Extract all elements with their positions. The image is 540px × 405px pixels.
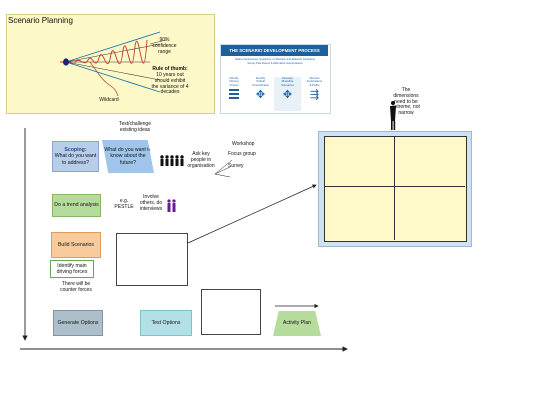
generate-options-text: Generate Options — [57, 319, 99, 326]
driving-forces-text: Identify main driving forces — [56, 262, 88, 275]
involve-others-note: Involve others, do interviews — [139, 194, 163, 212]
pestle-note: e.g. PESTLE — [114, 198, 134, 210]
interview-people-icon — [167, 199, 176, 212]
scoping-box[interactable]: Scoping: What do you want to address? — [52, 141, 99, 172]
scoping-title: Scoping: — [64, 147, 87, 154]
test-options-box[interactable]: Test Options — [140, 310, 192, 336]
quadrant-vertical-divider — [394, 136, 395, 240]
process-card-title: THE SCENARIO DEVELOPMENT PROCESS — [221, 45, 328, 56]
rule-of-thumb-heading: Rule of thumb: — [152, 66, 188, 72]
rule-of-thumb-body: 10 years out should exhibit the variance… — [151, 72, 189, 96]
crossing-arrows-icon: ✥ — [255, 89, 266, 102]
process-step-2-label: Identify Critical Uncertainties — [252, 76, 269, 87]
focus-group-label: Focus group — [228, 151, 256, 157]
know-about-future-text: What do you want to know about the futur… — [104, 147, 152, 166]
scenario-quadrant — [324, 136, 467, 242]
counter-forces-note: There will be counter forces — [60, 281, 92, 293]
paths-icon: ⇶ — [309, 89, 320, 102]
process-step-4-label: Discuss Implications & Paths — [306, 76, 323, 87]
driving-forces-box[interactable]: Identify main driving forces — [50, 260, 94, 278]
process-step-1: Identify Driving Forces — [221, 76, 247, 111]
process-step-4: Discuss Implications & Paths ⇶ — [301, 76, 328, 111]
blank-box-2[interactable] — [201, 289, 261, 335]
people-icon — [160, 155, 184, 166]
trend-analysis-text: Do a trend analysis — [54, 202, 99, 209]
quadrant-horizontal-divider — [324, 186, 465, 187]
link-survey — [214, 173, 231, 178]
bars-icon — [229, 89, 239, 102]
build-scenarios-text: Build Scenarios — [57, 241, 95, 248]
wildcard-label: Wildcard — [99, 97, 119, 103]
activity-plan-text: Activity Plan — [282, 320, 312, 327]
process-step-3-label: Develop Plausible Scenarios — [281, 76, 294, 87]
uncertainty-cone — [60, 31, 161, 97]
activity-plan-box[interactable]: Activity Plan — [273, 311, 321, 336]
scoping-body: What do you want to address? — [54, 153, 97, 166]
scenario-planning-panel — [6, 14, 215, 114]
link-workshop — [214, 159, 233, 175]
origin-dot — [63, 58, 69, 66]
to-quadrant-arrow — [187, 184, 317, 244]
trend-analysis-box[interactable]: Do a trend analysis — [52, 194, 101, 217]
test-challenge-note: Test/challenge existing ideas — [119, 121, 151, 133]
process-step-2: Identify Critical Uncertainties ✥ — [247, 76, 274, 111]
build-scenarios-box[interactable]: Build Scenarios — [51, 232, 101, 258]
test-options-text: Test Options — [151, 319, 181, 326]
workshop-label: Workshop — [232, 141, 255, 147]
dimensions-note: The dimensions need to be extreme, not n… — [392, 87, 420, 116]
blank-box-1[interactable] — [116, 233, 188, 286]
ask-key-people-note: Ask key people in organisation — [187, 151, 215, 169]
confidence-pointer — [149, 39, 167, 45]
survey-label: Survey — [228, 163, 244, 169]
link-focus-group — [214, 166, 231, 175]
know-about-future-box[interactable]: What do you want to know about the futur… — [102, 140, 154, 173]
person-silhouette-icon — [390, 101, 396, 130]
diverging-arrows-icon: ✥ — [282, 89, 293, 102]
process-card-subtitle: Define Focal Issues, Questions, on Decis… — [235, 58, 315, 65]
process-step-3: Develop Plausible Scenarios ✥ — [274, 76, 301, 111]
process-step-1-label: Identify Driving Forces — [229, 76, 239, 87]
generate-options-box[interactable]: Generate Options — [53, 310, 103, 336]
confidence-range-label: 90% confidence range — [152, 37, 177, 55]
scenario-panel-title: Scenario Planning — [8, 16, 73, 25]
